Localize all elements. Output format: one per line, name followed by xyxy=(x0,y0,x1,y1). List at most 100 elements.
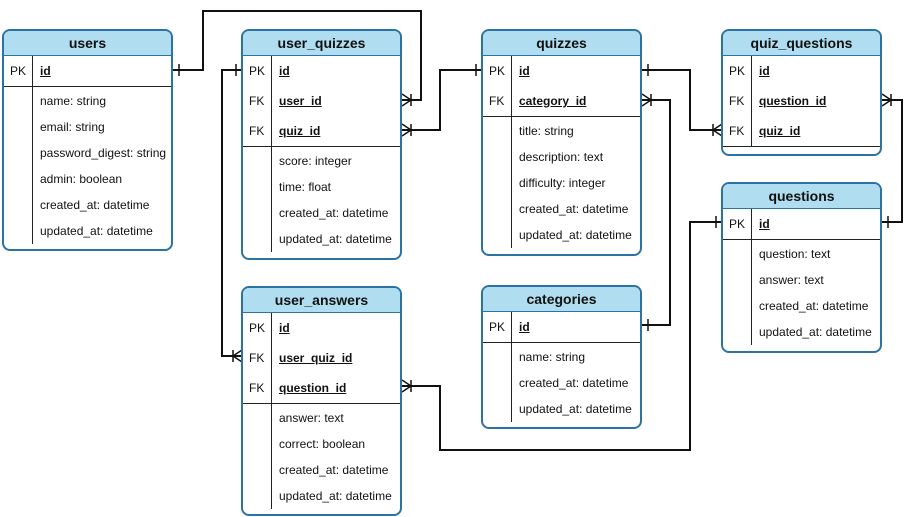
field-row: updated_at: datetime xyxy=(759,325,872,339)
key-name: id xyxy=(40,64,51,78)
field-row: created_at: datetime xyxy=(759,299,869,313)
key-type: FK xyxy=(489,94,505,108)
many-marker xyxy=(401,93,412,101)
entity-quizzes: quizzes PK id FK category_id title: string… xyxy=(481,29,642,256)
key-name: user_quiz_id xyxy=(279,351,353,365)
key-row: PK id xyxy=(243,56,400,86)
field-row: updated_at: datetime xyxy=(40,224,153,238)
key-name: id xyxy=(519,64,530,78)
entity-title: categories xyxy=(483,287,640,312)
key-type: FK xyxy=(729,124,745,138)
key-section: PK id xyxy=(4,56,171,87)
rel-user-quizzes-user-answers xyxy=(221,69,242,357)
key-name: id xyxy=(759,217,770,231)
key-name: id xyxy=(279,321,290,335)
field-row: email: string xyxy=(40,120,105,134)
key-name: quiz_id xyxy=(759,124,801,138)
key-name: quiz_id xyxy=(279,124,321,138)
field-row: answer: text xyxy=(279,411,344,425)
many-marker xyxy=(641,93,652,101)
key-type: PK xyxy=(249,64,266,78)
many-marker xyxy=(881,99,892,107)
key-row: FK question_id xyxy=(243,373,400,403)
field-row: password_digest: string xyxy=(40,146,167,160)
key-section: PK id xyxy=(483,312,640,343)
field-section: answer: text correct: boolean created_at… xyxy=(243,404,400,509)
field-row: admin: boolean xyxy=(40,172,123,186)
many-marker xyxy=(401,379,412,387)
key-row: PK id xyxy=(483,56,640,86)
rel-users-user-quizzes xyxy=(173,10,422,101)
field-row: question: text xyxy=(759,247,831,261)
many-marker xyxy=(712,129,723,137)
many-marker xyxy=(401,129,412,137)
field-section: name: string created_at: datetime update… xyxy=(483,343,640,422)
key-type: PK xyxy=(489,64,506,78)
field-row: created_at: datetime xyxy=(279,206,389,220)
entity-title: users xyxy=(4,31,171,56)
many-marker xyxy=(401,123,412,131)
field-row: title: string xyxy=(519,124,574,138)
key-row: PK id xyxy=(4,56,171,86)
key-type: PK xyxy=(10,64,27,78)
key-section: PK id xyxy=(723,209,880,240)
entity-title: user_quizzes xyxy=(243,31,400,56)
key-row: PK id xyxy=(483,312,640,342)
field-row: updated_at: datetime xyxy=(279,232,392,246)
key-type: PK xyxy=(729,64,746,78)
field-row: name: string xyxy=(519,350,586,364)
field-row: description: text xyxy=(519,150,604,164)
field-row: correct: boolean xyxy=(279,437,366,451)
key-name: id xyxy=(519,320,530,334)
key-row: FK user_quiz_id xyxy=(243,343,400,373)
entity-categories: categories PK id name: string created_at:… xyxy=(481,285,642,429)
entity-title: user_answers xyxy=(243,288,400,313)
entity-users: users PK id name: string email: string pa… xyxy=(2,29,173,251)
field-row: created_at: datetime xyxy=(279,463,389,477)
many-marker xyxy=(232,355,243,363)
key-type: FK xyxy=(249,124,265,138)
field-row: created_at: datetime xyxy=(519,376,629,390)
field-row: score: integer xyxy=(279,154,352,168)
entity-title: quizzes xyxy=(483,31,640,56)
many-marker xyxy=(712,123,723,131)
field-row: name: string xyxy=(40,94,107,108)
key-name: category_id xyxy=(519,94,587,108)
key-type: FK xyxy=(729,94,745,108)
entity-questions: questions PK id question: text answer: te… xyxy=(721,182,882,353)
key-type: FK xyxy=(249,351,265,365)
entity-title: quiz_questions xyxy=(723,31,880,56)
field-section: name: string email: string password_dige… xyxy=(4,87,171,244)
key-type: FK xyxy=(249,381,265,395)
field-section: title: string description: text difficul… xyxy=(483,117,640,248)
key-name: user_id xyxy=(279,94,322,108)
entity-title: questions xyxy=(723,184,880,209)
field-row: created_at: datetime xyxy=(519,202,629,216)
rel-categories-quizzes xyxy=(642,99,671,326)
many-marker xyxy=(232,349,243,357)
key-name: question_id xyxy=(279,381,347,395)
field-row: difficulty: integer xyxy=(519,176,606,190)
key-type: PK xyxy=(489,320,506,334)
key-row: FK quiz_id xyxy=(723,116,880,146)
field-row: created_at: datetime xyxy=(40,198,150,212)
field-row: answer: text xyxy=(759,273,824,287)
field-row: updated_at: datetime xyxy=(279,489,392,503)
key-type: PK xyxy=(729,217,746,231)
field-row: updated_at: datetime xyxy=(519,228,632,242)
field-row: time: float xyxy=(279,180,332,194)
rel-questions-user-answers xyxy=(402,221,722,451)
key-row: PK id xyxy=(723,56,880,86)
field-section: question: text answer: text created_at: … xyxy=(723,240,880,345)
many-marker xyxy=(641,99,652,107)
key-row: FK category_id xyxy=(483,86,640,116)
key-name: id xyxy=(759,64,770,78)
key-name: id xyxy=(279,64,290,78)
